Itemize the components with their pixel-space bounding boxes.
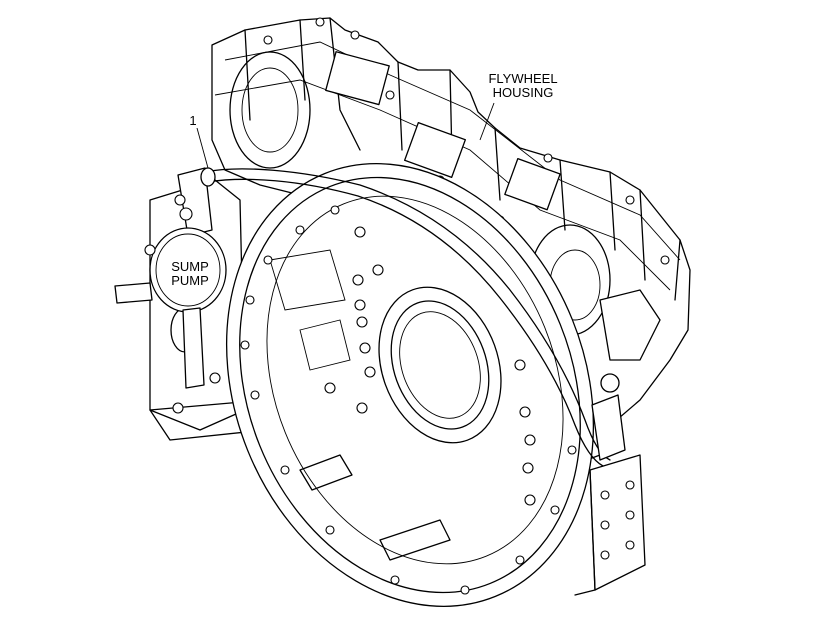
flywheel-housing-leader xyxy=(479,102,495,141)
flywheel-housing-label: FLYWHEEL HOUSING xyxy=(476,72,570,100)
sump-pump-hose xyxy=(200,167,626,467)
sump-pump-line1: SUMP xyxy=(171,259,209,274)
flywheel-housing-line1: FLYWHEEL xyxy=(488,71,558,86)
part-number-label: 1 xyxy=(185,114,201,128)
housing-bolts xyxy=(240,205,577,595)
sump-pump-label: SUMP PUMP xyxy=(168,260,212,288)
mounting-foot-right xyxy=(559,454,646,596)
sump-pump xyxy=(114,167,227,389)
flywheel-housing-ring xyxy=(225,163,595,607)
flywheel-housing-line2: HOUSING xyxy=(492,85,554,100)
part-1-leader xyxy=(196,127,209,169)
sump-pump-line2: PUMP xyxy=(171,273,209,288)
